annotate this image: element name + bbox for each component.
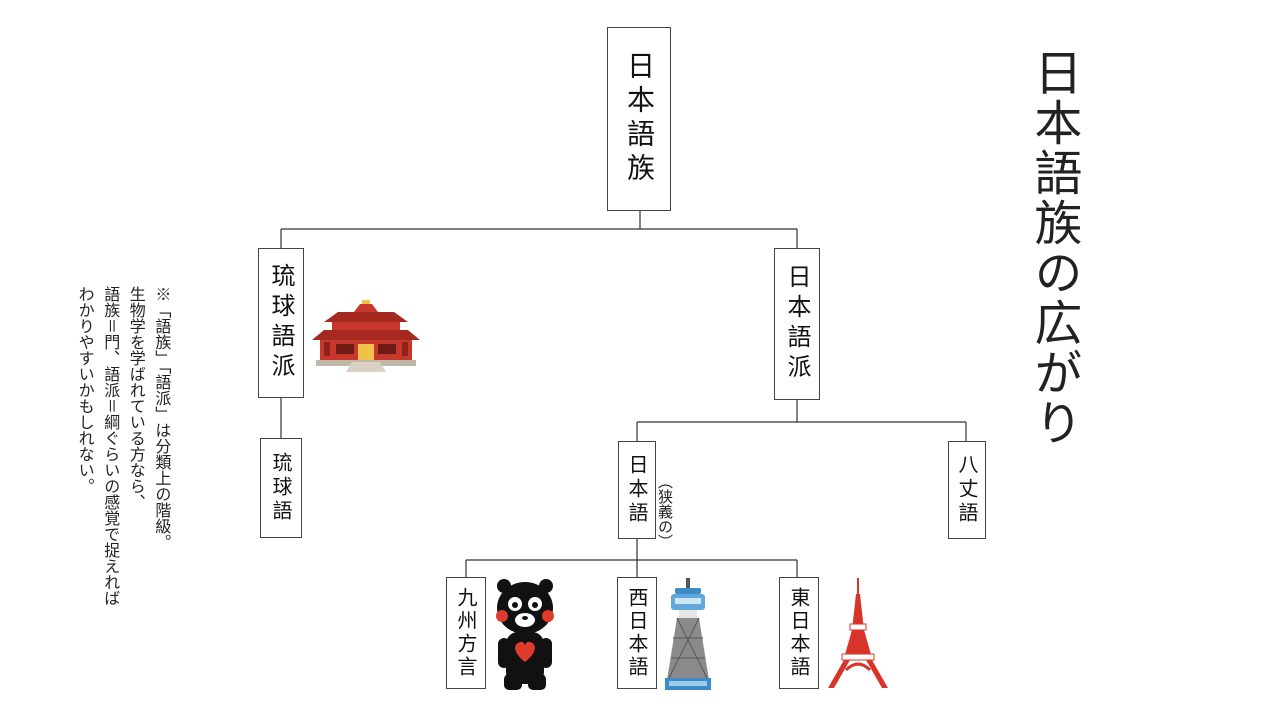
node-kyushu-dialect: 九州方言 <box>446 577 486 689</box>
classification-note: ※「語族」「語派」は分類上の階級。 生物学を学ばれている方なら、 語族＝門、語派… <box>72 286 174 706</box>
page-title: 日本語族の広がり <box>1028 48 1078 448</box>
note-line-3: 語族＝門、語派＝綱ぐらいの感覚で捉えれば <box>98 286 124 706</box>
node-label: 西日本語 <box>627 587 647 679</box>
node-label: 八丈語 <box>957 454 977 526</box>
shuri-castle-illustration <box>310 300 422 374</box>
node-label: 九州方言 <box>456 587 476 679</box>
node-ryukyuan-language: 琉球語 <box>260 438 302 538</box>
node-japanese-branch: 日本語派 <box>774 248 820 400</box>
node-label: 日本語派 <box>785 264 809 384</box>
node-hachijo: 八丈語 <box>948 441 986 539</box>
japanese-narrow-annotation: （狭義の） <box>655 474 676 549</box>
tokyo-tower-illustration <box>826 578 890 690</box>
note-line-4: わかりやすいかもしれない。 <box>72 286 98 706</box>
node-label: 東日本語 <box>789 587 809 679</box>
kumamon-mascot-illustration <box>494 578 556 692</box>
node-label: 日本語族 <box>625 51 653 187</box>
node-japanese-narrow: 日本語 <box>618 441 656 539</box>
node-japonic-family: 日本語族 <box>607 27 671 211</box>
tsutenkaku-tower-illustration <box>663 578 713 690</box>
note-line-1: ※「語族」「語派」は分類上の階級。 <box>149 286 175 706</box>
node-eastern-japanese: 東日本語 <box>779 577 819 689</box>
node-label: 琉球語派 <box>269 263 293 383</box>
node-ryukyuan-branch: 琉球語派 <box>258 248 304 398</box>
note-line-2: 生物学を学ばれている方なら、 <box>123 286 149 706</box>
node-label: 日本語 <box>627 454 647 526</box>
node-western-japanese: 西日本語 <box>617 577 657 689</box>
node-label: 琉球語 <box>271 452 291 524</box>
